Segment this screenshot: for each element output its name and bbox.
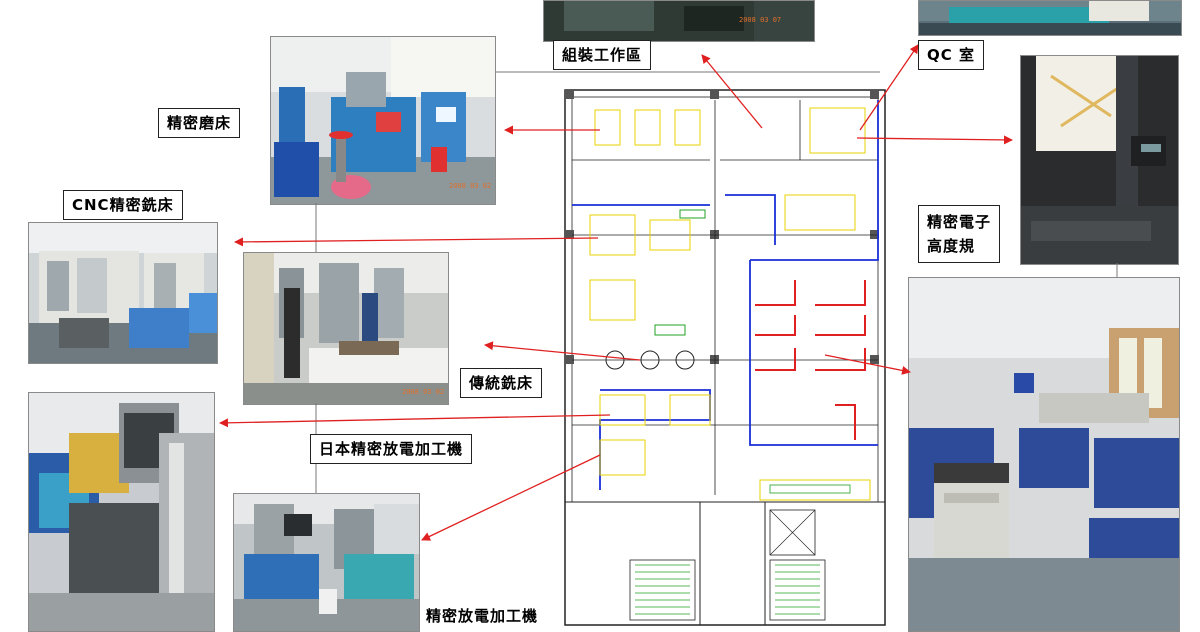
label-traditional-milling: 傳統銑床 (460, 368, 543, 398)
precision-grinder-photo: 2008 03 02 (270, 36, 496, 205)
arrow-japan-edm (219, 414, 611, 428)
label-assembly-area: 組裝工作區 (553, 40, 652, 70)
arrow-assembly (701, 54, 763, 129)
label-precision-edm: 精密放電加工機 (426, 607, 539, 625)
arrow-qc (859, 44, 919, 131)
qc-room-photo (918, 0, 1182, 36)
factory-floor-plan (564, 89, 886, 626)
label-cnc-milling: CNC精密銑床 (63, 190, 183, 220)
milling-photo-date: 2008 03 02 (402, 388, 445, 396)
office-photo (908, 277, 1180, 632)
arrow-cnc (234, 237, 599, 247)
precision-edm-photo (233, 493, 420, 632)
arrow-height-gauge (856, 135, 1013, 145)
traditional-milling-photo: 2008 03 02 (243, 252, 449, 405)
height-gauge-photo (1020, 55, 1179, 265)
arrow-milling (484, 341, 641, 361)
grinder-photo-date: 2008 03 02 (449, 182, 492, 190)
assembly-area-photo: 2008 03 07 (543, 0, 815, 42)
label-qc-room: QC 室 (918, 40, 984, 70)
label-japan-edm: 日本精密放電加工機 (310, 434, 473, 464)
cnc-milling-photo (28, 222, 218, 364)
arrow-office (824, 354, 911, 375)
japan-edm-photo (28, 392, 215, 632)
assembly-photo-date: 2008 03 07 (739, 16, 782, 24)
label-precision-grinder: 精密磨床 (158, 108, 241, 138)
arrow-edm (421, 454, 601, 541)
label-height-gauge: 精密電子 高度規 (918, 205, 1001, 263)
